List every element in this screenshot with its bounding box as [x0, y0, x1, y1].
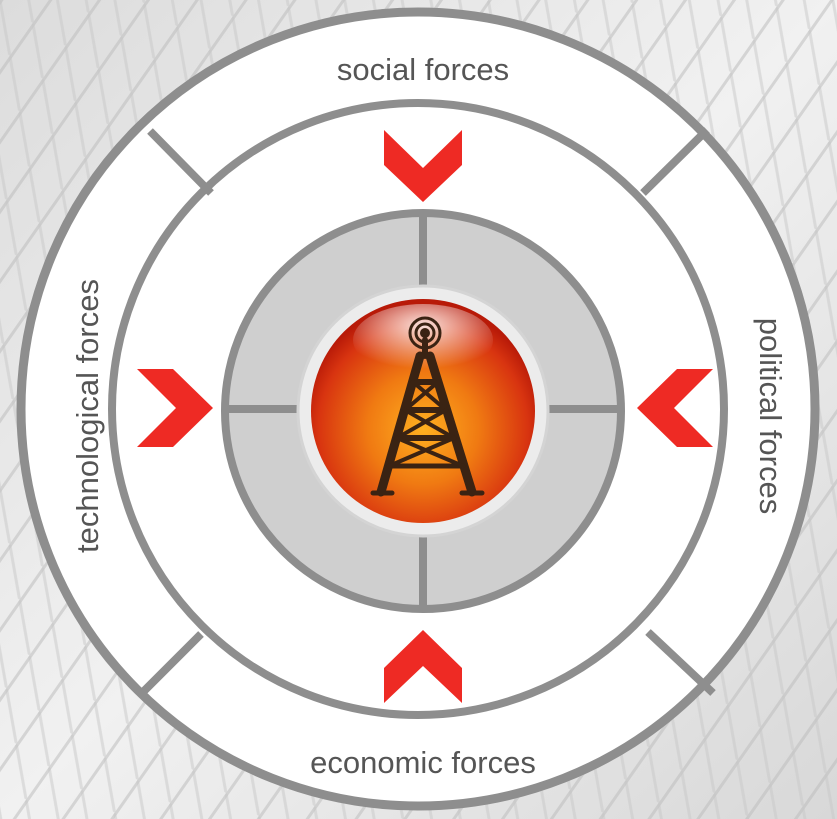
divider-top-right	[640, 127, 710, 196]
ring-dividers	[139, 127, 716, 696]
divider-bottom-right	[645, 629, 716, 696]
chevron-arrow-icon	[384, 130, 462, 202]
chevron-arrow-icon	[637, 369, 713, 447]
label-economic-forces: economic forces	[310, 745, 536, 780]
radio-tower-icon	[370, 316, 485, 497]
chevron-arrow-icon	[137, 369, 213, 447]
label-social-forces: social forces	[337, 52, 509, 87]
chevron-arrow-icon	[384, 630, 462, 703]
label-technological-forces: technological forces	[70, 279, 105, 553]
divider-top-left	[147, 128, 214, 196]
label-political-forces: political forces	[753, 318, 788, 514]
arrows	[137, 130, 713, 703]
divider-bottom-left	[139, 631, 204, 696]
